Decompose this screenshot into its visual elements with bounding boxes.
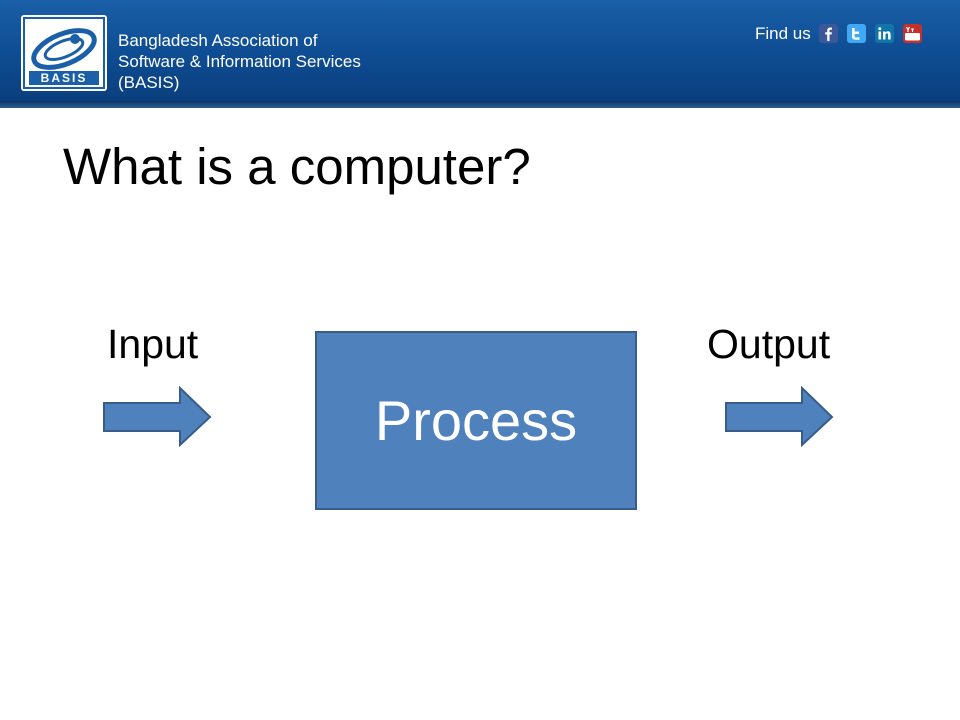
org-name-line-1: Bangladesh Association of [118,31,318,50]
slide-title: What is a computer? [63,138,531,195]
output-label: Output [707,321,831,367]
twitter-icon[interactable] [847,24,866,43]
organization-name: Bangladesh Association of Software & Inf… [118,30,361,93]
org-name-line-3: (BASIS) [118,73,180,92]
linkedin-icon[interactable] [875,24,894,43]
header-bar: BASIS Bangladesh Association of Software… [0,0,960,101]
facebook-icon[interactable] [819,24,838,43]
output-arrow [725,386,834,448]
youtube-icon[interactable] [903,24,922,43]
input-label: Input [107,321,199,367]
logo-text: BASIS [40,71,88,85]
process-box: Process [315,331,637,510]
process-label: Process [374,388,578,452]
header-divider [0,101,960,108]
basis-logo[interactable]: BASIS [21,15,107,91]
org-name-line-2: Software & Information Services [118,52,361,71]
input-arrow [103,386,212,448]
find-us-label: Find us [755,24,811,43]
